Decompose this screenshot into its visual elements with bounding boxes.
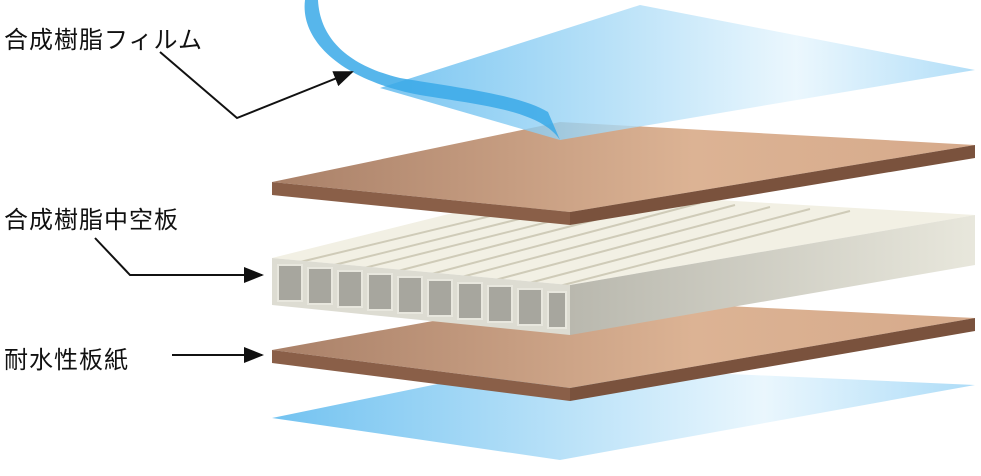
label-hollow-board: 合成樹脂中空板 xyxy=(4,206,179,234)
label-film: 合成樹脂フィルム xyxy=(4,26,204,54)
label-waterproof-board: 耐水性板紙 xyxy=(4,346,129,374)
hollow-board-layer xyxy=(272,190,975,335)
film-leader-arrow xyxy=(159,51,354,120)
top-board-layer xyxy=(272,122,975,225)
bottom-film xyxy=(272,365,975,460)
hollow-board-leader-arrow xyxy=(94,237,264,283)
top-film-layer xyxy=(304,0,975,140)
